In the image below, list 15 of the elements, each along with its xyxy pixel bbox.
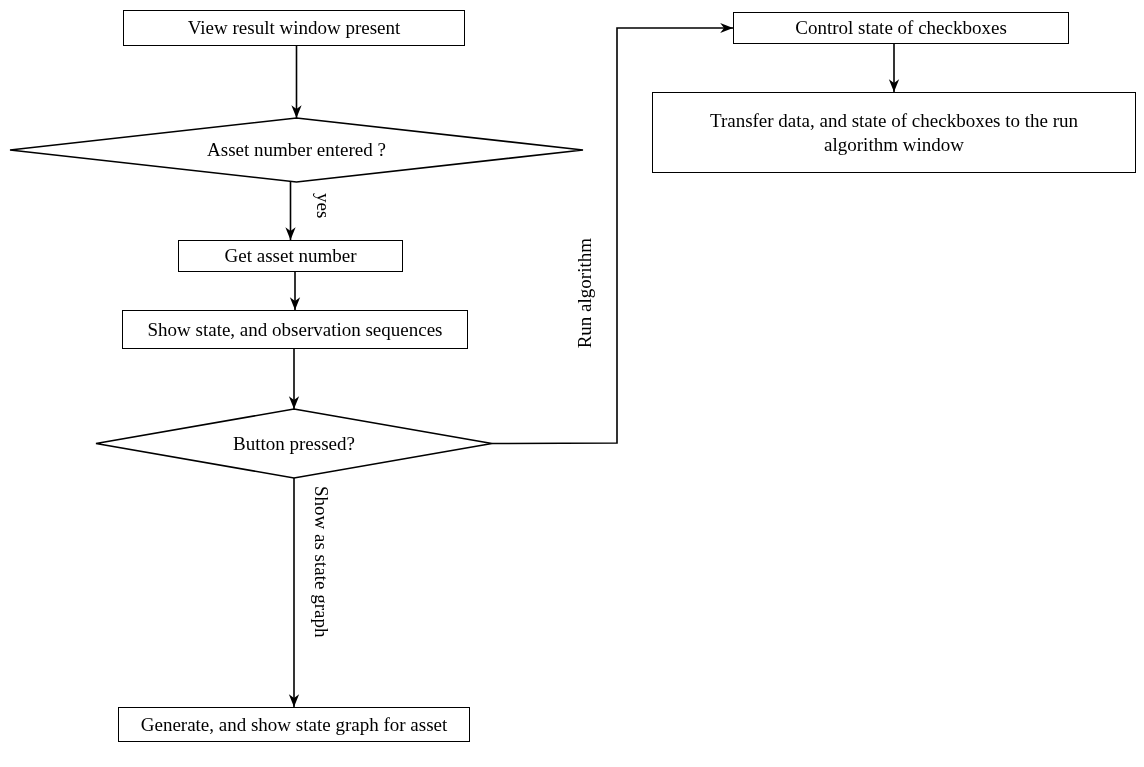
arrow (491, 22, 734, 445)
arrow (888, 43, 900, 93)
arrow (285, 181, 296, 241)
process-box: View result window present (123, 10, 465, 46)
process-box: Show state, and observation sequences (122, 310, 468, 349)
node-text: Button pressed? (233, 432, 355, 455)
node-text: Asset number entered ? (207, 139, 386, 161)
process-box: Get asset number (178, 240, 403, 272)
process-box: Generate, and show state graph for asset (118, 707, 470, 742)
arrow (288, 348, 300, 410)
arrow (289, 271, 301, 311)
arrow (291, 45, 302, 119)
process-box: Control state of checkboxes (733, 12, 1069, 44)
process-box: Transfer data, and state of checkboxes to the run algorithm window (652, 92, 1136, 173)
arrow (288, 477, 300, 708)
